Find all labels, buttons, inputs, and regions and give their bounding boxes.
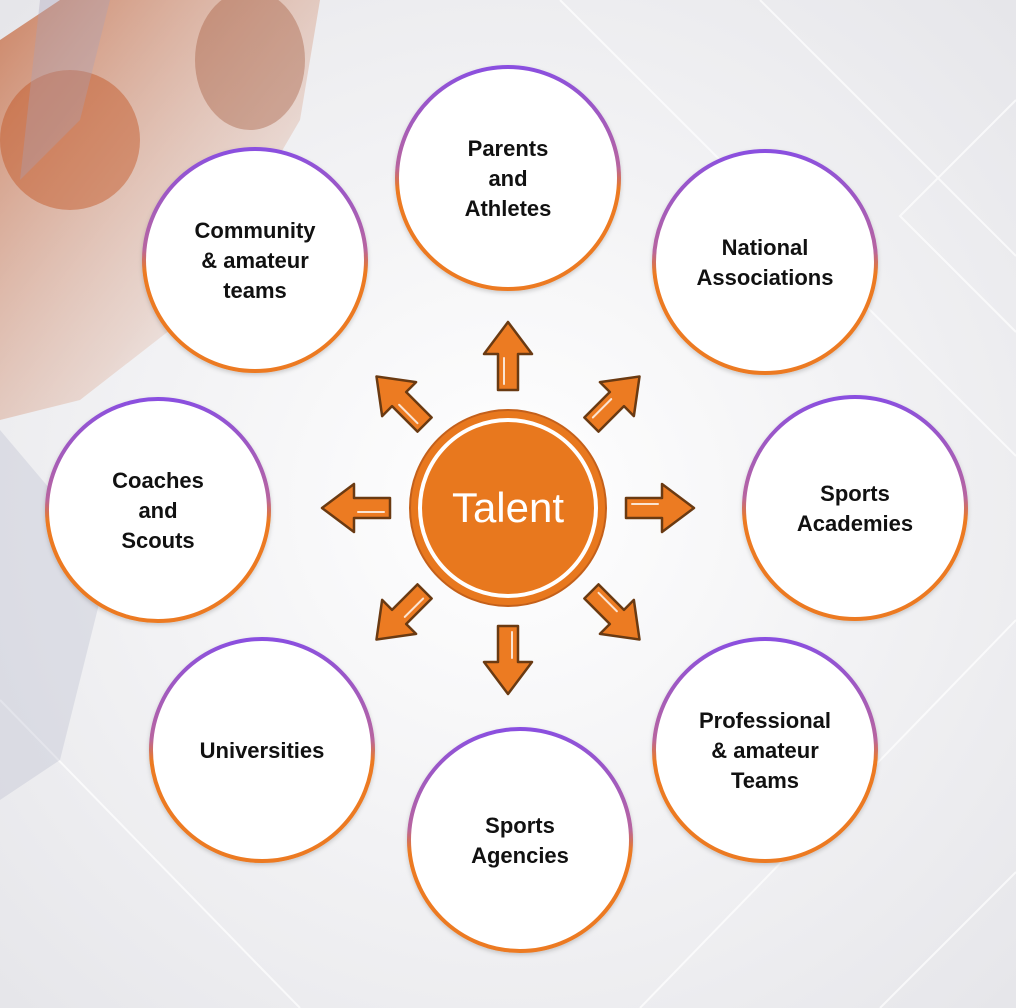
arrow-to-universities-icon xyxy=(375,583,433,641)
node-label-line: Sports xyxy=(820,481,890,506)
node-label-line: & amateur xyxy=(711,738,819,763)
node-label-line: and xyxy=(488,166,527,191)
arrow-to-national-associations-icon xyxy=(583,375,641,433)
node-label-line: Coaches xyxy=(112,468,204,493)
node-circle xyxy=(395,65,621,291)
arrows-group xyxy=(320,320,696,696)
node-circle xyxy=(742,395,968,621)
node-circle xyxy=(652,637,878,863)
node-universities: Universities xyxy=(149,637,375,863)
node-label-line: National xyxy=(722,235,809,260)
node-community-amateur-teams: Community & amateur teams xyxy=(142,147,368,373)
node-circle xyxy=(149,637,375,863)
node-label-line: teams xyxy=(223,278,287,303)
arrow-to-professional-amateur-teams-icon xyxy=(583,583,641,641)
node-label-line: Academies xyxy=(797,511,913,536)
node-label-line: Sports xyxy=(485,813,555,838)
node-circle xyxy=(407,727,633,953)
arrow-to-coaches-scouts-icon xyxy=(320,482,392,534)
arrow-highlight xyxy=(398,403,419,425)
center-node: Talent xyxy=(409,409,607,607)
node-label-line: Community xyxy=(195,218,317,243)
node-label-line: Teams xyxy=(731,768,799,793)
center-ring xyxy=(418,418,598,598)
center-label: Talent xyxy=(452,484,564,531)
arrow-highlight xyxy=(597,591,618,613)
node-label-line: Scouts xyxy=(121,528,194,553)
arrow-to-community-amateur-teams-icon xyxy=(375,375,433,433)
arrow-to-sports-academies-icon xyxy=(624,482,696,534)
node-label-line: Athletes xyxy=(465,196,552,221)
arrow-to-parents-athletes-icon xyxy=(482,320,534,392)
center-circle xyxy=(409,409,607,607)
node-label-line: Parents xyxy=(468,136,549,161)
arrow-highlight xyxy=(591,398,613,419)
node-label-line: Associations xyxy=(697,265,834,290)
node-label-line: Professional xyxy=(699,708,831,733)
node-label-line: and xyxy=(138,498,177,523)
nodes-group: ParentsandAthletesNationalAssociationsSp… xyxy=(45,65,968,953)
arrow-to-sports-agencies-icon xyxy=(482,624,534,696)
node-circle xyxy=(652,149,878,375)
node-circle xyxy=(142,147,368,373)
node-circle xyxy=(45,397,271,623)
node-label-line: Universities xyxy=(200,738,325,763)
node-label-line: & amateur xyxy=(201,248,309,273)
node-label-line: Agencies xyxy=(471,843,569,868)
arrow-highlight xyxy=(403,597,425,618)
